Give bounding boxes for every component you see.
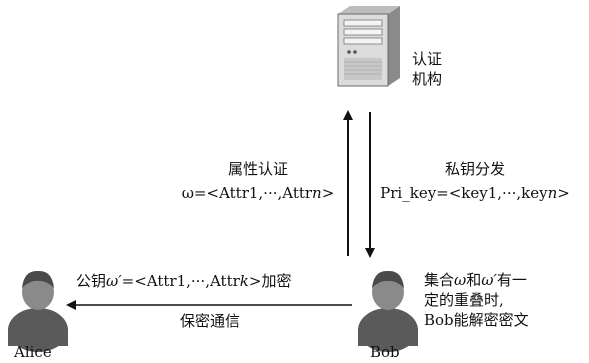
authority-label-line2: 机构 (412, 70, 443, 88)
bob-note-line1-mid: 和 (466, 271, 482, 289)
channel-top-label: 公钥ω′=<Attr1,···,Attrk>加密 (76, 272, 291, 290)
bob-note-line1: 集合ω和ω′有一 (424, 270, 529, 290)
channel-top-suffix: >加密 (248, 272, 292, 290)
channel-top-var: k (239, 272, 249, 290)
channel-bottom-label: 保密通信 (180, 312, 241, 330)
bob-note-line3: Bob能解密密文 (424, 311, 529, 329)
bob-note-line1-suffix: 有一 (496, 271, 527, 289)
channel-top-prefix: 公钥 (76, 272, 107, 290)
bob-note-line1-omega: ω (454, 271, 467, 289)
attribute-auth-label: 属性认证 ω=<Attr1,···,Attrn> (172, 160, 344, 202)
key-distribution-formula: Pri_key=<key1,···,keyn> (378, 184, 572, 202)
key-distribution-formula-prefix: Pri_key=<key1,···,key (380, 184, 548, 202)
attribute-auth-formula-suffix: > (321, 184, 335, 202)
channel-top-middle: =<Attr1,···,Attr (121, 272, 240, 290)
key-distribution-formula-suffix: > (557, 184, 570, 202)
authority-label-line1: 认证 (412, 50, 443, 68)
attribute-auth-title: 属性认证 (227, 160, 288, 178)
authority-label: 认证 机构 (412, 50, 442, 88)
key-distribution-formula-var: n (547, 184, 558, 202)
bob-note-line1-omega2: ω′ (481, 271, 497, 289)
attribute-auth-formula: ω=<Attr1,···,Attrn> (172, 184, 344, 202)
attribute-auth-formula-var: n (312, 184, 322, 202)
bob-note: 集合ω和ω′有一 定的重叠时, Bob能解密密文 (424, 270, 529, 330)
bob-name: Bob (370, 343, 400, 361)
key-distribution-label: 私钥分发 Pri_key=<key1,···,keyn> (378, 160, 572, 202)
alice-name: Alice (14, 343, 52, 361)
attribute-auth-formula-prefix: ω=<Attr1,···,Attr (181, 184, 313, 202)
bob-note-line1-prefix: 集合 (424, 271, 455, 289)
bob-note-line2: 定的重叠时, (424, 291, 504, 309)
key-distribution-title: 私钥分发 (444, 160, 505, 178)
channel-top-omega: ω′ (106, 272, 122, 290)
